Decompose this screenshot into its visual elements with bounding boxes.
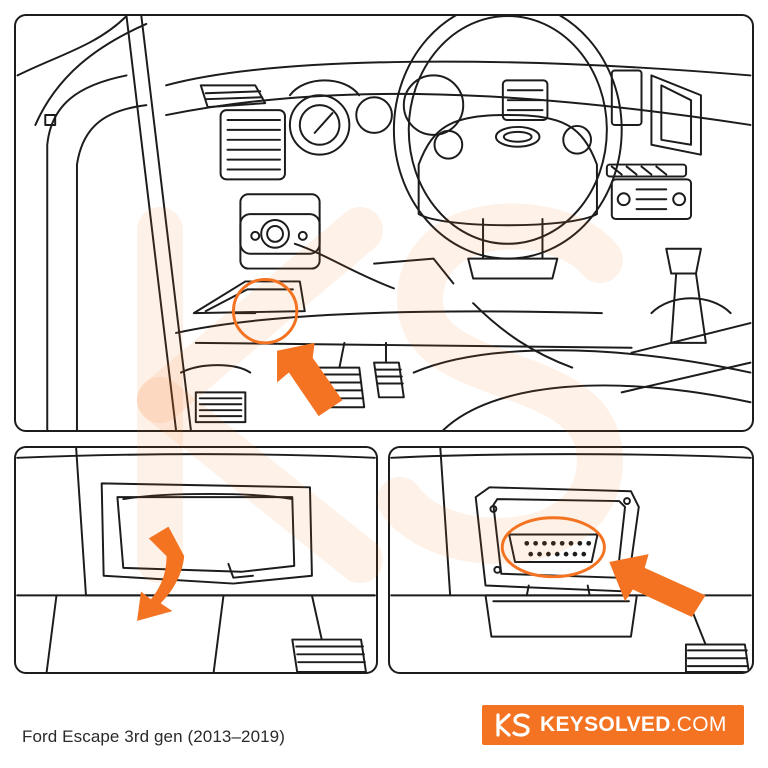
panel-cover-illustration — [16, 448, 376, 672]
dashboard-overview-panel — [14, 14, 754, 432]
pull-down-arrow-icon — [137, 526, 185, 621]
pointing-arrow-icon — [609, 554, 706, 617]
dashboard-illustration — [16, 16, 752, 430]
vehicle-caption: Ford Escape 3rd gen (2013–2019) — [22, 727, 285, 746]
obd2-connector-illustration — [390, 448, 752, 672]
brand-suffix: .COM — [670, 713, 727, 736]
pointing-arrow-icon — [277, 342, 343, 417]
brand-name-text: KEYSOLVED — [540, 713, 671, 736]
obd2-connector-closeup-panel — [388, 446, 754, 674]
open-panel-cover-panel — [14, 446, 378, 674]
brand-name: KEYSOLVED.COM — [540, 713, 727, 737]
keysolved-brand-badge[interactable]: KEYSOLVED.COM — [482, 705, 744, 745]
ks-logo-icon — [496, 713, 530, 737]
obd2-pins — [524, 540, 592, 557]
obd2-connector-circle — [500, 516, 606, 579]
obd-port-location-circle — [231, 277, 299, 345]
